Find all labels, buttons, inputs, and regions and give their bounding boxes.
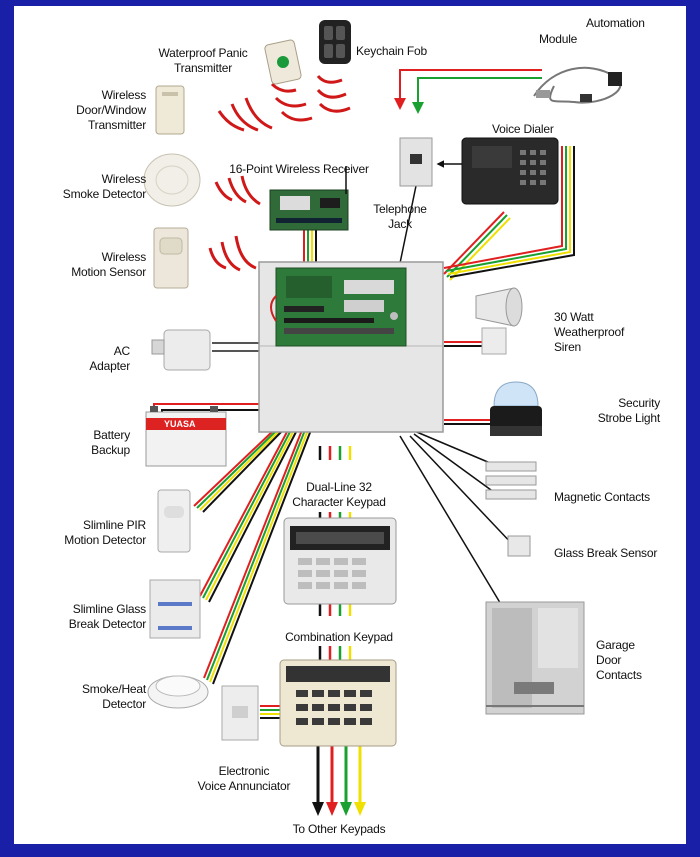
label-automation: Automation bbox=[586, 16, 645, 30]
label-annunciator: Electronic Voice Annunciator bbox=[197, 764, 291, 793]
label-magnetic: Magnetic Contacts bbox=[554, 490, 650, 504]
automation-module bbox=[533, 66, 622, 104]
label-module: Module bbox=[539, 32, 578, 46]
battery-device bbox=[145, 406, 227, 467]
wire-telephone bbox=[398, 180, 418, 269]
diagram-svg: YUASA bbox=[143, 20, 622, 816]
garage-door-contacts-device bbox=[485, 601, 585, 715]
wireless-receiver bbox=[269, 166, 349, 231]
wire-automation bbox=[443, 146, 575, 278]
rf-waves bbox=[208, 74, 351, 272]
waves-door-window bbox=[217, 97, 273, 132]
label-siren: 30 Watt Weatherproof Siren bbox=[554, 310, 625, 354]
label-door-window: Wireless Door/Window Transmitter bbox=[76, 88, 146, 132]
label-strobe: Security Strobe Light bbox=[597, 396, 661, 425]
wire-voice-dialer bbox=[443, 211, 511, 281]
label-pir: Slimline PIR Motion Detector bbox=[64, 518, 146, 547]
magnetic-contacts-device bbox=[485, 461, 537, 500]
waves-fob bbox=[316, 74, 351, 113]
battery-brand: YUASA bbox=[164, 419, 196, 429]
waves-smoke bbox=[214, 175, 261, 206]
dual-line-keypad-device bbox=[283, 517, 397, 605]
waves-panic bbox=[270, 82, 313, 122]
main-control-panel bbox=[258, 261, 444, 433]
wireless-motion-sensor bbox=[153, 227, 189, 289]
voice-dialer-device bbox=[461, 137, 559, 205]
diagram-panel: YUASA Waterproof Panic Transmitter Keych… bbox=[14, 6, 686, 844]
label-smoke-wireless: Wireless Smoke Detector bbox=[62, 172, 146, 201]
wiring bbox=[153, 146, 575, 816]
combination-keypad-device bbox=[279, 659, 397, 747]
label-receiver: 16-Point Wireless Receiver bbox=[229, 162, 369, 176]
label-motion-wireless: Wireless Motion Sensor bbox=[71, 250, 146, 279]
wire-strobe bbox=[444, 419, 498, 425]
slimline-pir-device bbox=[157, 489, 191, 553]
label-panic-transmitter: Waterproof Panic Transmitter bbox=[158, 46, 248, 75]
label-glass-detector: Slimline Glass Break Detector bbox=[68, 602, 146, 631]
ac-adapter-device bbox=[151, 329, 211, 371]
wire-other-keypads bbox=[312, 746, 366, 816]
wire-stubs-panel bbox=[318, 446, 352, 460]
waves-motion bbox=[208, 235, 257, 272]
wire-right-contacts bbox=[399, 429, 515, 607]
label-keypad32: Dual-Line 32 Character Keypad bbox=[292, 480, 386, 509]
keychain-fob bbox=[319, 20, 351, 64]
label-glass-sensor: Glass Break Sensor bbox=[554, 546, 658, 560]
wireless-smoke-detector bbox=[143, 153, 201, 207]
strobe-device bbox=[490, 381, 542, 436]
door-window-transmitter bbox=[155, 85, 185, 135]
panic-transmitter bbox=[264, 39, 302, 85]
glass-break-detector-device bbox=[149, 579, 201, 639]
wire-smoke-heat bbox=[203, 429, 312, 685]
smoke-heat-detector-device bbox=[147, 675, 209, 709]
siren-device bbox=[475, 287, 523, 355]
label-telephone-jack: Telephone Jack bbox=[373, 202, 427, 231]
wire-stubs-combo bbox=[318, 646, 352, 660]
label-garage: Garage Door Contacts bbox=[596, 638, 642, 682]
wire-siren bbox=[444, 341, 484, 347]
automation-arrows bbox=[394, 69, 542, 114]
label-combo-keypad: Combination Keypad bbox=[285, 630, 393, 644]
wire-glass-detector bbox=[199, 429, 298, 603]
wire-pir bbox=[193, 429, 284, 513]
glass-break-sensor-device bbox=[507, 535, 531, 557]
label-smoke-heat: Smoke/Heat Detector bbox=[81, 682, 146, 711]
label-other-keypads: To Other Keypads bbox=[292, 822, 386, 836]
label-voice-dialer: Voice Dialer bbox=[492, 122, 554, 136]
label-ac-adapter: AC Adapter bbox=[89, 344, 130, 373]
telephone-jack bbox=[399, 137, 433, 187]
label-battery: Battery Backup bbox=[91, 428, 130, 457]
voice-annunciator-device bbox=[221, 685, 259, 741]
label-keychain-fob: Keychain Fob bbox=[356, 44, 427, 58]
wire-ac-adapter bbox=[212, 342, 259, 352]
